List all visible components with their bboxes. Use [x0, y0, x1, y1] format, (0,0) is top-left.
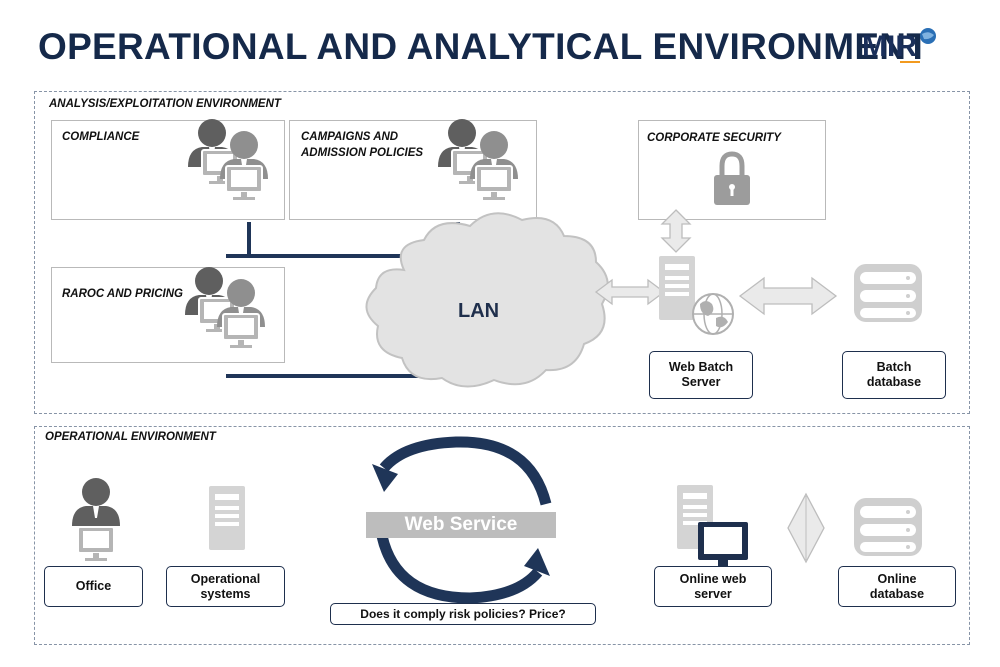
raroc-users-icon [185, 267, 265, 348]
logo-text: MIR [862, 30, 917, 63]
web-service-label: Web Service [366, 512, 556, 538]
web-batch-server-icon [659, 256, 695, 320]
globe-icon [692, 293, 734, 335]
web-batch-line2: Server [681, 375, 721, 389]
online-db-line2: database [869, 586, 925, 601]
page-title: OPERATIONAL AND ANALYTICAL ENVIRONMENT [38, 26, 930, 67]
office-box: Office [44, 566, 143, 607]
corporate-security-label: CORPORATE SECURITY [647, 132, 781, 144]
analysis-environment [34, 91, 970, 414]
online-web-line1: Online web [679, 571, 747, 586]
office-label: Office [75, 579, 112, 593]
campaigns-users-icon [438, 119, 518, 200]
cycle-arrow-top-icon [379, 436, 552, 506]
operational-environment [34, 426, 970, 645]
batch-db-line1: Batch [876, 360, 912, 374]
online-database-icon [854, 498, 922, 556]
batch-db-line2: database [866, 375, 922, 389]
online-web-line2: server [694, 586, 732, 601]
campaigns-label-line2: ADMISSION POLICIES [301, 147, 424, 159]
question-box: Does it comply risk policies? Price? [330, 603, 596, 625]
op-systems-line2: systems [200, 586, 251, 601]
lan-label: LAN [458, 300, 500, 322]
web-batch-line1: Web Batch [668, 360, 734, 374]
cycle-arrow-bottom-icon [376, 534, 543, 604]
lan-server-arrow [594, 278, 666, 306]
analysis-environment-label: ANALYSIS/EXPLOITATION ENVIRONMENT [49, 98, 281, 110]
lock-icon [714, 151, 750, 205]
campaigns-label-line1: CAMPAIGNS AND [301, 131, 399, 143]
raroc-label: RAROC AND PRICING [62, 288, 183, 300]
online-monitor-icon [698, 522, 748, 566]
compliance-label: COMPLIANCE [62, 131, 140, 143]
mir-logo: MIR [862, 28, 936, 63]
office-user-icon [72, 478, 120, 562]
op-systems-line1: Operational [190, 571, 261, 586]
security-server-arrow [660, 209, 692, 253]
lan-cloud-icon [365, 212, 609, 388]
operational-systems-icon [209, 486, 245, 550]
compliance-users-icon [188, 119, 268, 200]
batch-database-icon [854, 264, 922, 322]
operational-environment-label: OPERATIONAL ENVIRONMENT [45, 431, 216, 443]
server-batch-db-arrow [738, 276, 838, 316]
online-db-line1: Online [877, 571, 917, 586]
question-label: Does it comply risk policies? Price? [360, 606, 566, 621]
